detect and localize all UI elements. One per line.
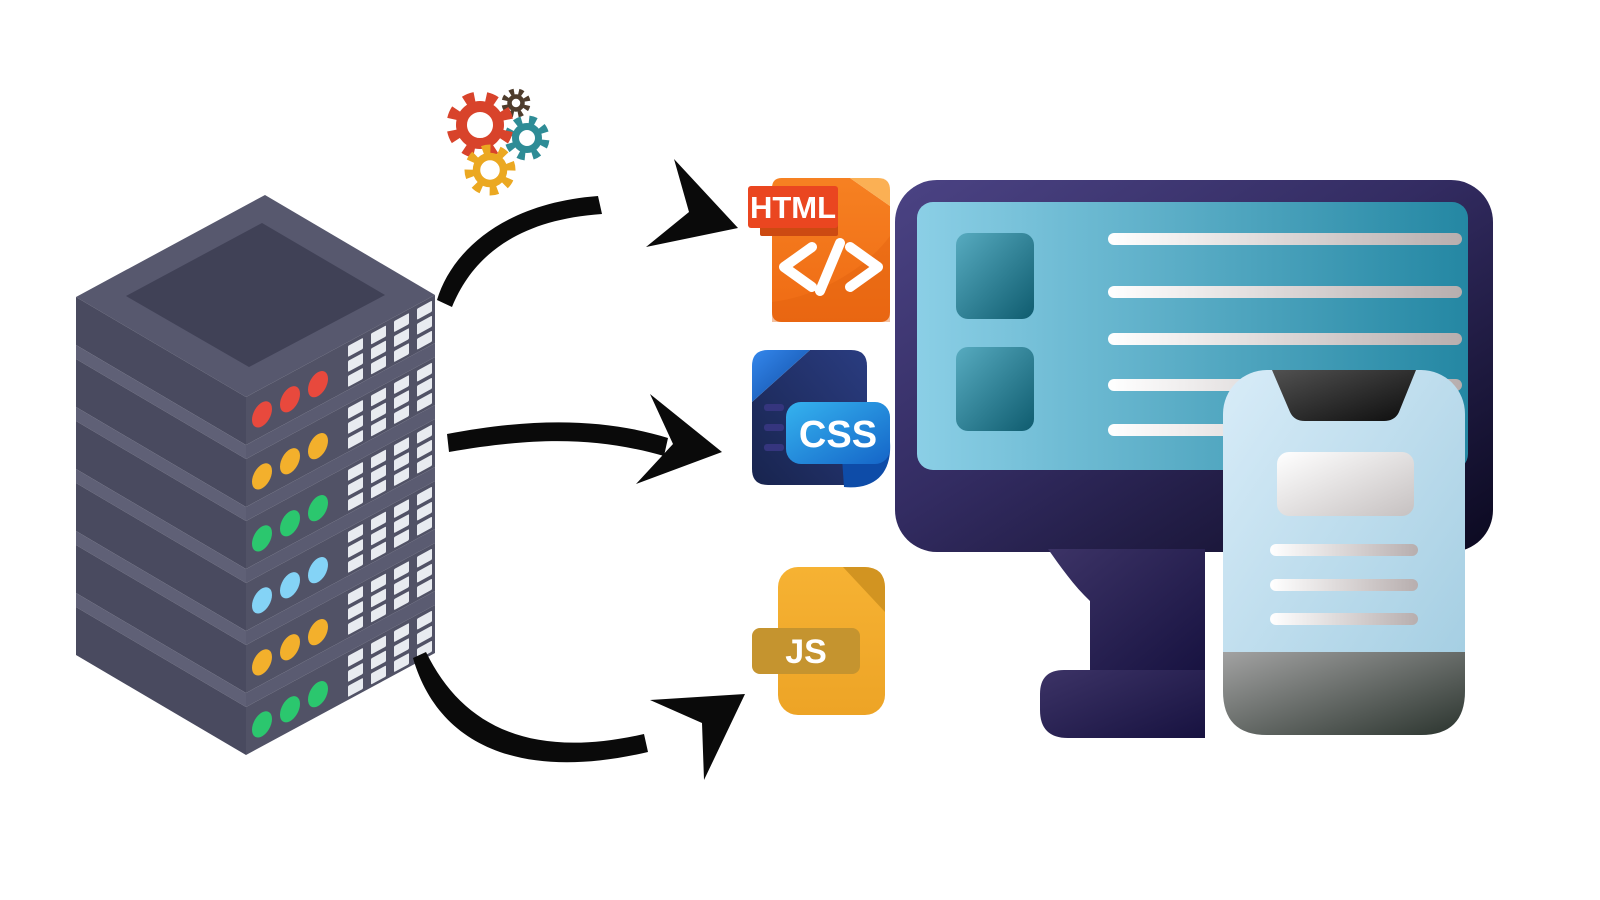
- css-badge-label: CSS: [799, 414, 877, 456]
- gears-icon: [446, 88, 550, 196]
- html-file-icon: HTML: [748, 178, 890, 322]
- code-icon: [779, 238, 883, 296]
- js-badge-label: JS: [785, 633, 827, 671]
- screen-thumbnail: [956, 233, 1034, 319]
- html-fold: [850, 178, 890, 206]
- js-file-icon: JS: [752, 567, 885, 715]
- phone-image-block: [1277, 452, 1414, 516]
- gear-yellow-icon: [464, 144, 516, 196]
- phone-text-line: [1270, 579, 1418, 591]
- css-badge: [786, 402, 890, 464]
- html-doc-shade: [772, 236, 890, 322]
- server-top-inset: [126, 223, 385, 367]
- screen-text-line: [1108, 286, 1462, 298]
- server-icon: [76, 195, 435, 755]
- smartphone-icon: [1223, 370, 1465, 735]
- html-badge: [748, 186, 838, 228]
- monitor-stand-neck: [1048, 549, 1205, 676]
- html-badge-label: HTML: [750, 190, 836, 225]
- flow-arrows: [413, 159, 745, 780]
- js-fold: [843, 567, 885, 612]
- css-fold: [752, 350, 810, 402]
- screen-thumbnail: [956, 347, 1034, 431]
- js-badge: [752, 628, 860, 674]
- phone-bottom-band: [1223, 652, 1465, 735]
- arrow-to-html: [437, 159, 738, 307]
- server-slab: [76, 529, 435, 693]
- screen-text-line: [1108, 233, 1462, 245]
- arrow-to-js: [413, 652, 745, 780]
- phone-notch: [1272, 370, 1416, 421]
- css-file-icon: CSS: [752, 350, 891, 488]
- server-slab: [76, 343, 435, 507]
- server-slab: [76, 591, 435, 755]
- phone-text-line: [1270, 544, 1418, 556]
- server-slab: [76, 467, 435, 631]
- css-doc-dashes: [764, 404, 784, 451]
- phone-text-line: [1270, 613, 1418, 625]
- gear-teal-icon: [504, 115, 550, 161]
- arrow-to-css: [447, 394, 722, 484]
- server-slab: [76, 295, 435, 445]
- monitor-stand-base: [1040, 670, 1205, 738]
- gear-red-icon: [446, 91, 514, 159]
- server-slab: [76, 405, 435, 569]
- screen-text-line: [1108, 333, 1462, 345]
